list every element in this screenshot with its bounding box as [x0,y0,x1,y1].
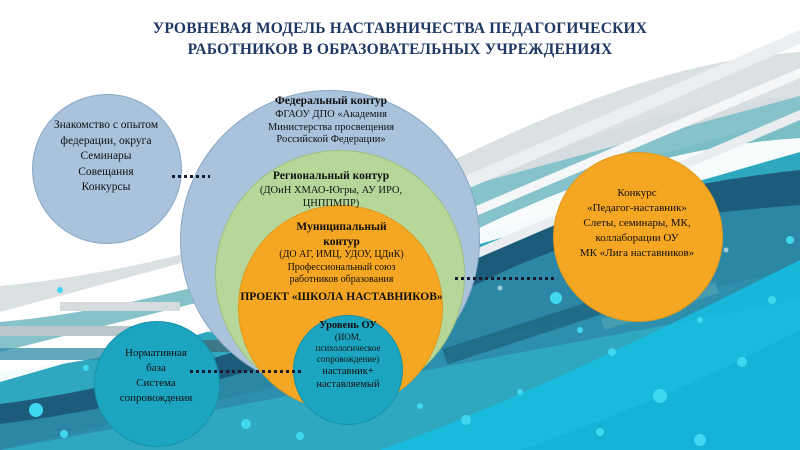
institution-level-text: Уровень ОУ (ИОМ, психологическое сопрово… [290,319,406,391]
institution-level-line-3: сопровождение) [316,354,380,364]
satellite-left-top-line-4: Совещания [78,165,134,178]
institution-level-line-1: (ИОМ, [334,332,362,342]
satellite-left-top-line-1: Знакомство с опытом [53,119,159,131]
satellite-right-text: Конкурс «Педагог-наставник» Слеты, семин… [549,186,725,261]
regional-level-heading: Региональный контур [272,170,390,182]
connector-municipal-to-right [455,277,555,280]
satellite-left-bottom-line-3: Система [136,377,176,389]
page-title-line-1: УРОВНЕВАЯ МОДЕЛЬ НАСТАВНИЧЕСТВА ПЕДАГОГИ… [152,20,648,37]
satellite-right-line-5: МК «Лига наставников» [579,247,695,259]
municipal-level-line-1: (ДО АГ, ИМЦ, УДОУ, ЦДиК) [279,249,404,260]
municipal-level-line-2: Профессиональный союз [287,261,396,273]
institution-level-heading: Уровень ОУ [319,320,377,331]
federal-level-line-1: ФГАОУ ДПО «Академия [275,109,387,120]
page-title: УРОВНЕВАЯ МОДЕЛЬ НАСТАВНИЧЕСТВА ПЕДАГОГИ… [60,18,740,60]
municipal-level-line-3: работников образования [289,274,394,285]
regional-level-line-2: ЦНППМПР) [302,198,360,209]
satellite-right-line-3: Слеты, семинары, МК, [583,217,691,229]
satellite-left-bottom-line-2: база [146,362,166,374]
regional-level-line-1: (ДОиН ХМАО-Югры, АУ ИРО, [259,185,403,196]
satellite-left-top-line-3: Семинары [80,150,132,162]
satellite-right-line-2: «Педагог-наставник» [587,202,687,214]
regional-level-text: Региональный контур (ДОиН ХМАО-Югры, АУ … [240,168,422,210]
connector-left-top-to-federal [172,175,210,178]
circle-institution-level[interactable] [293,315,403,425]
institution-pair-line-1: наставник+ [322,366,374,377]
page-title-line-2: РАБОТНИКОВ В ОБРАЗОВАТЕЛЬНЫХ УЧРЕЖДЕНИЯХ [187,41,613,58]
federal-level-text: Федеральный контур ФГАОУ ДПО «Академия М… [236,94,426,147]
satellite-left-top-text: Знакомство с опытом федерации, округа Се… [28,118,184,196]
connector-left-bottom-to-institution [190,370,302,373]
satellite-left-bottom-line-1: Нормативная [125,347,187,359]
federal-level-line-3: Российской Федерации» [276,134,386,145]
project-banner-text: ПРОЕКТ «ШКОЛА НАСТАВНИКОВ» [240,291,443,303]
satellite-left-bottom-text: Нормативная база Система сопровождения [88,346,224,406]
municipal-level-heading-line-2: контур [323,235,360,248]
institution-pair-line-2: наставляемый [316,379,380,390]
municipal-level-heading-line-1: Муниципальный [296,221,387,233]
satellite-left-bottom-line-4: сопровождения [119,392,193,404]
municipal-level-text: Муниципальный контур (ДО АГ, ИМЦ, УДОУ, … [254,220,429,287]
federal-level-heading: Федеральный контур [274,95,388,107]
satellite-right-line-4: коллаборации ОУ [595,232,679,244]
satellite-right-line-1: Конкурс [617,187,657,199]
institution-level-line-2: психологическое [315,343,381,353]
satellite-circle-left-top[interactable] [32,94,182,244]
federal-level-line-2: Министерства просвещения [267,121,395,133]
satellite-left-top-line-2: федерации, округа [60,134,152,147]
satellite-left-top-line-5: Конкурсы [81,181,131,193]
satellite-circle-left-bottom[interactable] [94,321,220,447]
satellite-circle-right[interactable] [553,152,723,322]
